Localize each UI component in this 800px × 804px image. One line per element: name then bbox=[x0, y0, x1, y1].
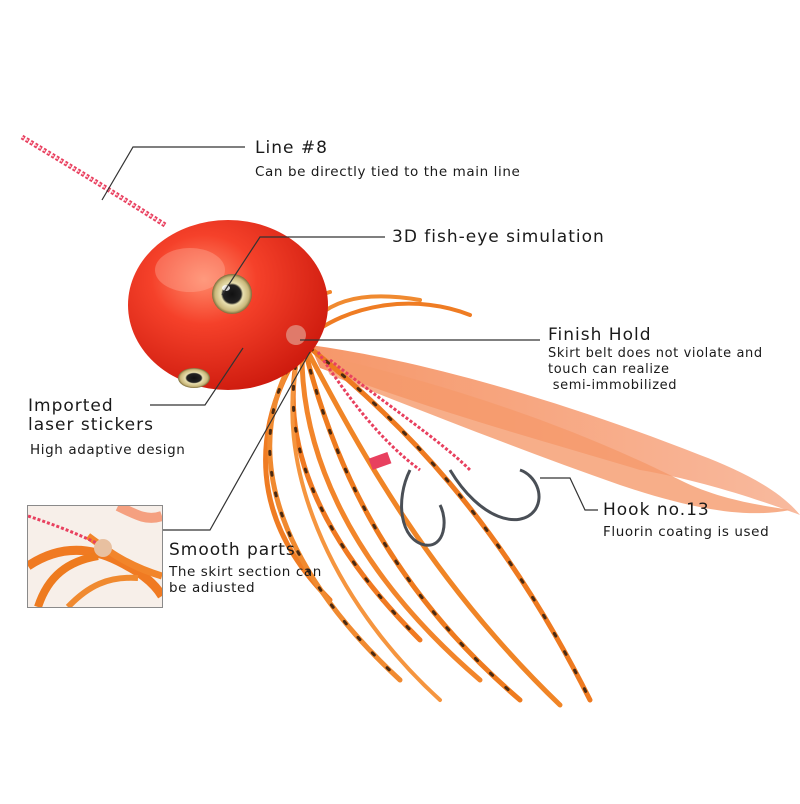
laser-title-1: Imported bbox=[28, 396, 114, 416]
smooth-desc-2: be adiusted bbox=[169, 580, 256, 596]
hook-desc: Fluorin coating is used bbox=[603, 524, 770, 540]
finish-hold-desc-2: touch can realize bbox=[548, 362, 670, 377]
callout-leaders bbox=[101, 146, 598, 531]
fish-eye bbox=[178, 368, 210, 388]
line-desc: Can be directly tied to the main line bbox=[255, 164, 521, 180]
finish-hold-title: Finish Hold bbox=[548, 325, 652, 345]
smooth-title: Smooth parts bbox=[169, 540, 296, 560]
smooth-desc-1: The skirt section can bbox=[169, 564, 322, 580]
eye-title: 3D fish-eye simulation bbox=[392, 227, 605, 247]
treble-hook bbox=[400, 468, 541, 547]
laser-desc: High adaptive design bbox=[30, 442, 186, 458]
line-title: Line #8 bbox=[255, 138, 328, 158]
soft-tail bbox=[310, 345, 800, 515]
finish-hold-desc-3: semi-immobilized bbox=[548, 378, 678, 393]
silicone-skirt bbox=[263, 290, 593, 708]
hook-title: Hook no.13 bbox=[603, 500, 710, 520]
laser-title-2: laser stickers bbox=[28, 415, 154, 435]
detail-inset-photo bbox=[27, 505, 163, 608]
finish-hold-desc-1: Skirt belt does not violate and bbox=[548, 346, 763, 361]
